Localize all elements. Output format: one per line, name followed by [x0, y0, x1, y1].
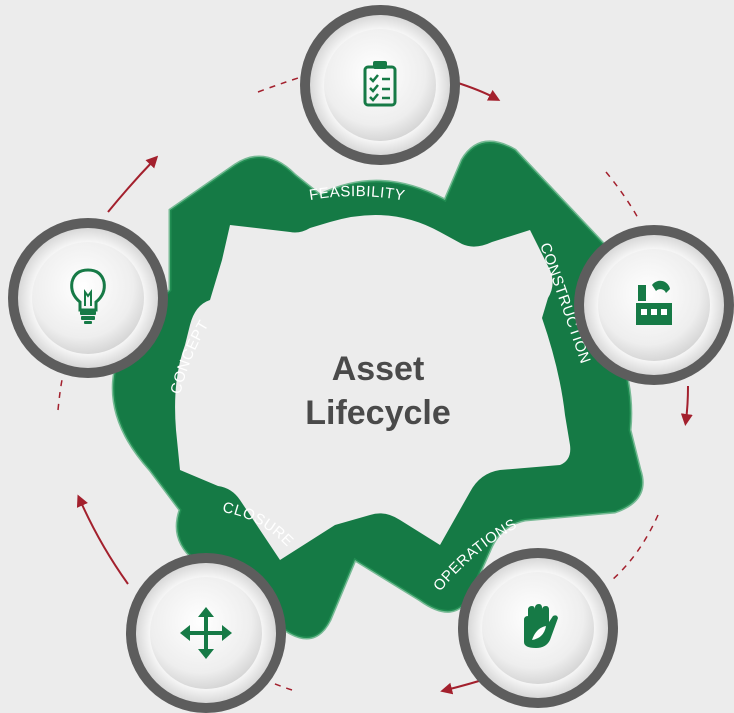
stage-label-feasibility: FEASIBILITY [308, 183, 406, 204]
hand-leaf-icon [524, 604, 558, 648]
lifecycle-ring [111, 140, 644, 640]
node-construction [574, 225, 734, 385]
center-title-line2: Lifecycle [305, 394, 451, 432]
center-title-line1: Asset [332, 350, 425, 388]
ring-highlight [111, 140, 644, 640]
node-closure [126, 553, 286, 713]
arrow-concept-out [107, 155, 159, 213]
flow-arrows [57, 71, 693, 695]
node-concept [8, 218, 168, 378]
dash-concept-in [57, 379, 63, 411]
factory-icon [636, 280, 672, 325]
ring-inner [175, 214, 571, 560]
lightbulb-icon [70, 268, 106, 324]
dash-feasibility-in [257, 71, 319, 93]
move-arrows-icon [180, 607, 232, 659]
dash-construction-in [605, 171, 639, 219]
arrow-feasibility-out [454, 81, 501, 101]
clipboard-checklist-icon [363, 61, 397, 107]
node-operations [458, 548, 618, 708]
arrow-construction-out [680, 385, 693, 426]
arrow-closure-out [76, 494, 129, 585]
dash-operations-in [611, 514, 659, 581]
dash-closure-in [269, 681, 293, 691]
node-feasibility [300, 5, 460, 165]
